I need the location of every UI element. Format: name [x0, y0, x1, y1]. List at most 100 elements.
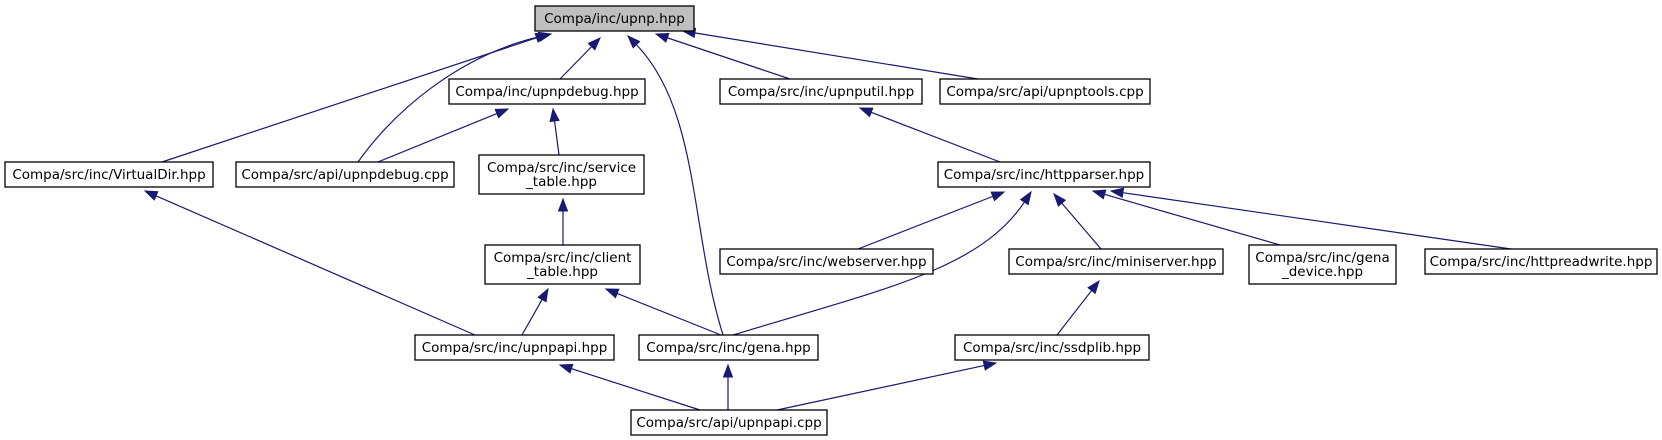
edge-line	[1121, 191, 1512, 250]
node-label: Compa/src/api/upnpdebug.cpp	[241, 167, 448, 183]
edge-upnpapi_hpp-to-virtualdir	[143, 190, 476, 336]
edge-line	[1060, 201, 1102, 250]
edge-arrowhead	[558, 363, 574, 374]
edge-line	[857, 195, 994, 250]
edge-line	[357, 35, 541, 163]
edge-httpreadwrite-to-httpparser	[1109, 187, 1512, 250]
edge-arrowhead	[1109, 187, 1125, 198]
node-httpparser[interactable]: Compa/src/inc/httpparser.hpp	[937, 161, 1151, 188]
node-label: _table.hpp	[526, 264, 598, 280]
edge-line	[570, 367, 701, 411]
node-box	[414, 334, 615, 361]
node-miniserver[interactable]: Compa/src/inc/miniserver.hpp	[1008, 248, 1224, 275]
edge-arrowhead	[1091, 189, 1107, 200]
node-box	[448, 78, 646, 105]
node-label: Compa/src/inc/client	[494, 250, 632, 266]
node-label: Compa/inc/upnpdebug.hpp	[455, 84, 638, 100]
node-upnpdebug_cpp[interactable]: Compa/src/api/upnpdebug.cpp	[235, 161, 455, 188]
node-label: Compa/src/inc/service	[487, 160, 636, 176]
edge-line	[693, 32, 979, 80]
node-upnputil[interactable]: Compa/src/inc/upnputil.hpp	[719, 78, 923, 105]
node-label: Compa/src/inc/httpreadwrite.hpp	[1430, 254, 1653, 270]
node-upnpapi_hpp[interactable]: Compa/src/inc/upnpapi.hpp	[414, 334, 615, 361]
edge-line	[776, 364, 986, 411]
node-box	[4, 161, 214, 188]
edge-arrowhead	[494, 108, 510, 119]
node-webserver[interactable]: Compa/src/inc/webserver.hpp	[719, 248, 934, 275]
node-service_table[interactable]: Compa/src/inc/service_table.hpp	[478, 154, 645, 195]
node-label: _device.hpp	[1281, 264, 1363, 280]
edge-miniserver-to-httpparser	[1053, 192, 1102, 250]
node-label: Compa/src/inc/httpparser.hpp	[944, 167, 1145, 183]
edge-arrowhead	[604, 288, 620, 299]
node-httpreadwrite[interactable]: Compa/src/inc/httpreadwrite.hpp	[1424, 248, 1658, 275]
edge-line	[161, 36, 538, 163]
edge-upnpapi_cpp-to-gena_hpp	[722, 363, 734, 410]
edge-httpparser-to-upnputil	[858, 107, 1001, 163]
edge-gena_hpp-to-upnp_hpp	[627, 34, 724, 336]
node-box	[1424, 248, 1658, 275]
edge-arrowhead	[654, 33, 670, 43]
node-upnpapi_cpp[interactable]: Compa/src/api/upnpapi.cpp	[630, 409, 828, 436]
node-virtualdir[interactable]: Compa/src/inc/VirtualDir.hpp	[4, 161, 214, 188]
node-upnp_hpp[interactable]: Compa/inc/upnp.hpp	[534, 5, 695, 32]
edge-upnpdebug_hpp-to-upnp_hpp	[559, 36, 601, 80]
node-label: Compa/src/api/upnpapi.cpp	[636, 415, 821, 431]
edge-line	[559, 45, 593, 80]
edge-arrowhead	[990, 191, 1006, 202]
node-box	[630, 409, 828, 436]
node-box	[638, 334, 819, 361]
node-label: Compa/src/inc/webserver.hpp	[726, 254, 926, 270]
edge-arrowhead	[1053, 192, 1067, 207]
edge-line	[1056, 289, 1093, 336]
node-upnptools[interactable]: Compa/src/api/upnptools.cpp	[939, 78, 1151, 105]
edge-line	[377, 112, 499, 163]
edge-upnpapi_hpp-to-client_table	[521, 287, 549, 336]
node-upnpdebug_hpp[interactable]: Compa/inc/upnpdebug.hpp	[448, 78, 646, 105]
edge-line	[666, 36, 791, 80]
edge-arrowhead	[858, 107, 874, 118]
node-box	[937, 161, 1151, 188]
node-label: Compa/src/inc/upnpapi.hpp	[422, 340, 608, 356]
node-label: _table.hpp	[525, 174, 597, 190]
edge-gena_hpp-to-client_table	[604, 288, 722, 336]
node-client_table[interactable]: Compa/src/inc/client_table.hpp	[484, 244, 641, 285]
node-box	[235, 161, 455, 188]
edge-line	[1103, 193, 1281, 246]
node-label: Compa/src/inc/upnputil.hpp	[728, 84, 914, 100]
node-box	[1248, 244, 1397, 285]
edge-arrowhead	[1019, 190, 1032, 206]
node-box	[719, 78, 923, 105]
edge-upnpdebug_cpp-to-upnp_hpp	[357, 31, 553, 163]
edge-arrowhead	[587, 36, 601, 51]
node-label: Compa/src/inc/ssdplib.hpp	[963, 340, 1141, 356]
edge-upnpapi_cpp-to-ssdplib	[776, 360, 998, 411]
edge-arrowhead	[537, 31, 553, 42]
edge-arrowhead	[982, 360, 998, 371]
nodes-layer: Compa/inc/upnp.hppCompa/src/inc/VirtualD…	[4, 5, 1658, 436]
edge-client_table-to-service_table	[557, 197, 569, 245]
edge-line	[521, 298, 544, 336]
node-ssdplib[interactable]: Compa/src/inc/ssdplib.hpp	[954, 334, 1150, 361]
node-box	[534, 5, 695, 32]
node-label: Compa/inc/upnp.hpp	[544, 11, 685, 27]
node-box	[1008, 248, 1224, 275]
edge-arrowhead	[627, 34, 641, 49]
edge-upnptools-to-upnp_hpp	[681, 27, 979, 80]
node-box	[478, 154, 645, 195]
edge-line	[732, 200, 1026, 336]
node-box	[484, 244, 641, 285]
node-gena_hpp[interactable]: Compa/src/inc/gena.hpp	[638, 334, 819, 361]
node-box	[939, 78, 1151, 105]
edge-arrowhead	[549, 107, 560, 123]
edge-arrowhead	[143, 190, 159, 201]
node-box	[954, 334, 1150, 361]
edge-arrowhead	[1087, 279, 1100, 295]
edge-upnputil-to-upnp_hpp	[654, 33, 791, 80]
edge-arrowhead	[537, 287, 549, 303]
edge-gena_device-to-httpparser	[1091, 189, 1281, 246]
node-gena_device[interactable]: Compa/src/inc/gena_device.hpp	[1248, 244, 1397, 285]
edge-upnpdebug_cpp-to-upnpdebug_hpp	[377, 108, 510, 163]
edge-line	[635, 43, 724, 336]
